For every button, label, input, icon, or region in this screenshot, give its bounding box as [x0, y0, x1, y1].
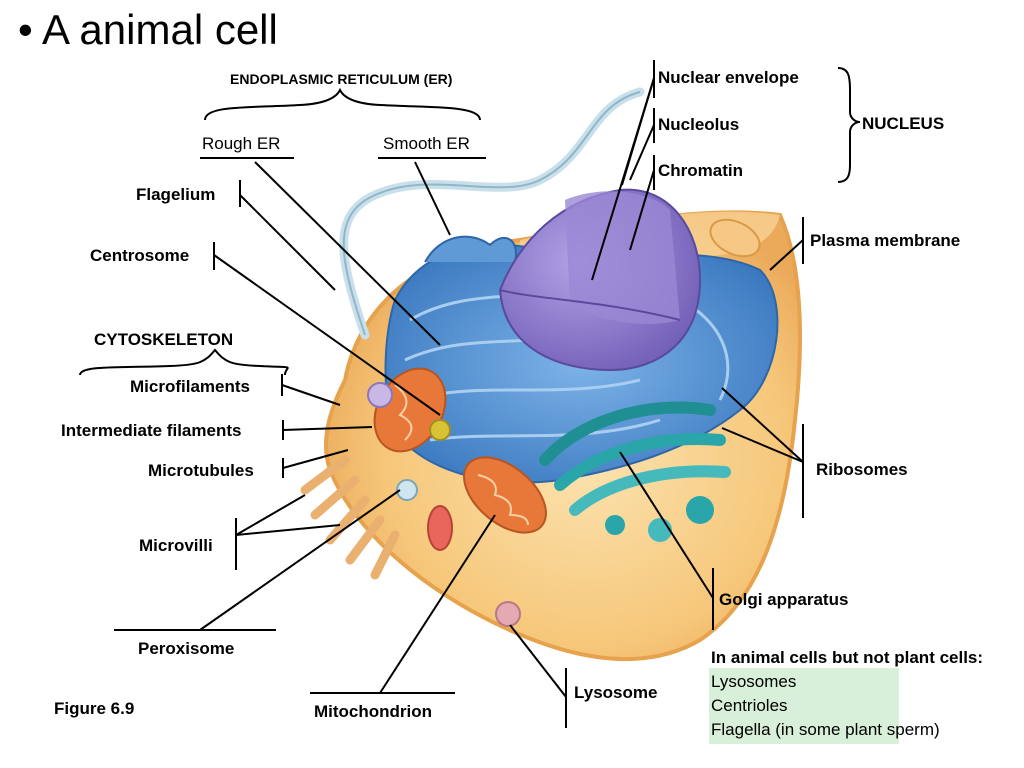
- nucleus-shape: [498, 188, 702, 372]
- note-box: [709, 668, 899, 744]
- microfilaments-label: Microfilaments: [130, 377, 250, 396]
- mitochondrion-shapes: [373, 367, 547, 534]
- golgi-shape: [539, 401, 731, 542]
- note-heading: In animal cells but not plant cells:: [711, 648, 984, 667]
- centrosome-shape: [429, 419, 451, 441]
- nuclear-envelope-label: Nuclear envelope: [658, 68, 799, 87]
- peroxisome-label: Peroxisome: [138, 639, 235, 658]
- smooth-er-label: Smooth ER: [383, 134, 470, 153]
- leader-lines: [79, 60, 861, 728]
- plasma-vesicle-shape: [709, 218, 761, 258]
- ribosomes-label: Ribosomes: [816, 460, 908, 479]
- centrosome-label: Centrosome: [90, 246, 190, 265]
- chromatin-label: Chromatin: [658, 161, 743, 180]
- flagellum-label: Flagelium: [136, 185, 216, 204]
- nucleolus-label: Nucleolus: [658, 115, 740, 134]
- nucleus-label: NUCLEUS: [862, 114, 945, 133]
- microvilli-shape: [300, 455, 400, 580]
- peroxisome-shape: [396, 479, 418, 501]
- vesicle-shape: [367, 382, 393, 408]
- figure-caption: Figure 6.9: [54, 699, 135, 718]
- rough-er-label: Rough ER: [202, 134, 281, 153]
- mitochondrion-label: Mitochondrion: [314, 702, 433, 721]
- slide-title: • A animal cell: [18, 6, 278, 53]
- note-item-flagella: Flagella (in some plant sperm): [711, 720, 940, 739]
- lysosome-label: Lysosome: [574, 683, 658, 702]
- er-header-label: ENDOPLASMIC RETICULUM (ER): [230, 71, 453, 87]
- note-item-lysosomes: Lysosomes: [711, 672, 797, 691]
- microtubules-label: Microtubules: [148, 461, 254, 480]
- intermediate-filaments-label: Intermediate filaments: [61, 421, 242, 440]
- golgi-label: Golgi apparatus: [719, 590, 849, 609]
- lysosome-shape: [495, 601, 521, 627]
- red-vesicle-shape: [427, 505, 453, 551]
- microvilli-label: Microvilli: [139, 536, 213, 555]
- note-item-centrioles: Centrioles: [711, 696, 788, 715]
- plasma-membrane-label: Plasma membrane: [810, 231, 961, 250]
- cytoskeleton-label: CYTOSKELETON: [94, 330, 234, 349]
